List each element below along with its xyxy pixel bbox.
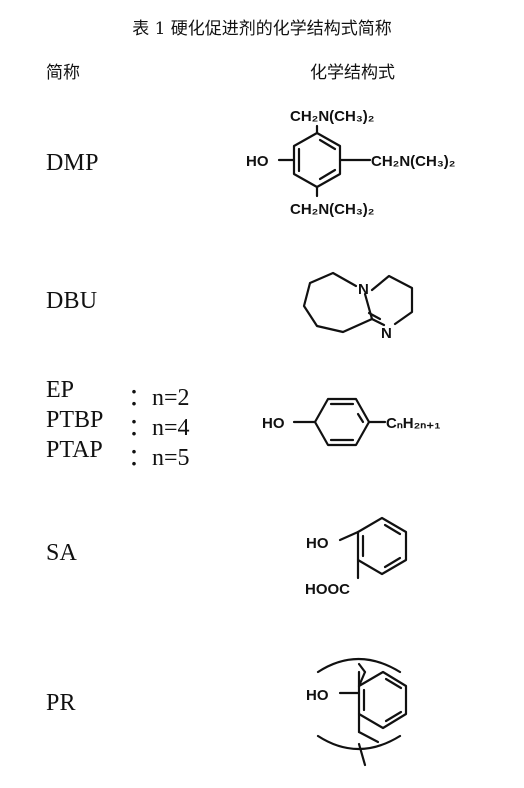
abbr-sa: SA [46,540,78,566]
dbu-atom-n2: N [381,325,392,342]
n-value-ptbp: ：n=4 [128,415,190,441]
dbu-six-ring [370,274,414,326]
abbr-ep: EP [46,377,75,403]
dmp-top-group: CH₂N(CH₃)₂ [290,108,374,125]
pr-bottom-arc [316,734,402,751]
abbr-dmp: DMP [46,150,99,176]
pr-group: HO [306,687,329,704]
abbr-dbu: DBU [46,288,98,314]
pr-benzene-ring [357,670,408,730]
phenol-left-group: HO [262,415,285,432]
phenol-right-group: CₙH₂ₙ₊₁ [386,415,440,432]
table-caption: 表 1 硬化促进剂的化学结构式简称 [132,19,392,39]
column-header-structure: 化学结构式 [310,63,395,83]
n-value-ptap: ：n=5 [128,445,190,471]
row-ep: EP ：n=2 [46,377,190,411]
dmp-left-group: HO [246,153,269,170]
dbu-seven-ring [302,271,374,334]
abbr-ptbp: PTBP [46,407,104,433]
sa-top-group: HO [306,535,329,552]
sa-bottom-group: HOOC [305,581,350,598]
dmp-right-group: CH₂N(CH₃)₂ [371,153,455,170]
n-value-ep: ：n=2 [128,385,190,411]
row-ptbp: PTBP ：n=4 [46,407,190,441]
abbr-pr: PR [46,690,76,716]
pr-top-arc [316,657,402,674]
row-ptap: PTAP ：n=5 [46,437,190,471]
dmp-bottom-group: CH₂N(CH₃)₂ [290,201,374,218]
column-header-abbreviation: 简称 [46,63,80,83]
dbu-atom-n1: N [358,281,369,298]
abbr-ptap: PTAP [46,437,103,463]
